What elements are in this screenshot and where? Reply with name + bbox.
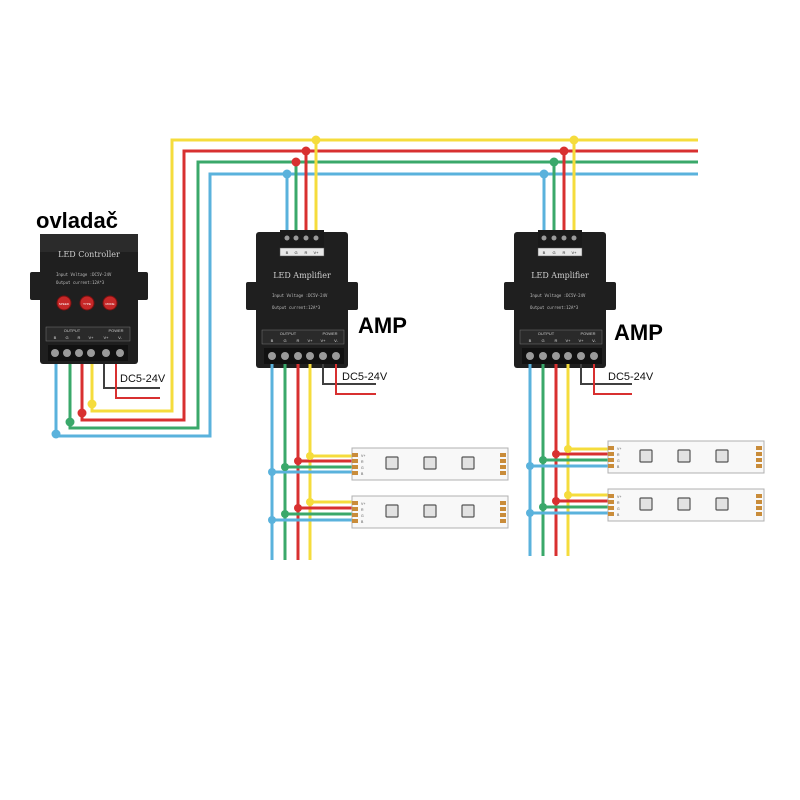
svg-text:V+: V+ [361,454,365,458]
amp1-title: LED Amplifier [273,271,331,280]
svg-text:OUTPUT: OUTPUT [280,331,297,336]
amp2-spec-current: Output current:12A*3 [530,305,579,310]
led-strip-1a: V+ R G B [351,447,509,481]
amp2-power-label: DC5-24V [608,371,654,383]
led-amplifier-1: B G R V+ B G R V+ LED Amplifier Input Vo… [246,230,358,368]
led-strip-2a: V+ R G B [607,440,765,474]
svg-text:G: G [552,250,555,255]
svg-text:B: B [617,513,620,517]
amp1-output-junctions [268,452,314,524]
svg-text:V+: V+ [565,338,571,343]
controller-output-junctions [51,399,97,439]
controller-power-label: DC5-24V [120,373,166,385]
svg-text:G: G [541,338,544,343]
controller-output-group: OUTPUT [64,328,81,333]
controller-spec-current: Output current:12A*3 [56,280,105,285]
mode-button[interactable] [102,295,118,311]
svg-text:B: B [543,250,546,255]
svg-text:R: R [555,338,558,343]
svg-text:B: B [617,465,620,469]
svg-text:G: G [294,250,297,255]
svg-text:G: G [617,507,620,511]
svg-text:G: G [361,514,364,518]
mode-button-label: MODE [106,302,115,306]
amp1-power-wires [322,364,376,395]
svg-text:V+: V+ [578,338,584,343]
svg-text:G: G [283,338,286,343]
svg-text:V+: V+ [88,335,94,340]
svg-text:B: B [271,338,274,343]
svg-text:POWER: POWER [580,331,595,336]
svg-text:R: R [361,508,364,512]
svg-text:POWER: POWER [322,331,337,336]
svg-text:R: R [305,250,308,255]
svg-text:B: B [54,335,57,340]
svg-text:R: R [563,250,566,255]
svg-text:B: B [529,338,532,343]
svg-text:V-: V- [118,335,122,340]
bus-wire-yellow [90,138,698,413]
controller-screw-terminals [48,345,128,361]
led-controller: LED Controller Input Voltage :DC5V-24V O… [30,234,148,364]
svg-text:OUTPUT: OUTPUT [538,331,555,336]
svg-text:B: B [361,520,364,524]
svg-text:R: R [78,335,81,340]
bus-wire-red [80,149,698,422]
type-button-label: TYPE [83,302,91,306]
svg-text:B: B [361,472,364,476]
svg-text:R: R [617,501,620,505]
svg-text:V+: V+ [361,502,365,506]
amp2-spec-voltage: Input Voltage :DC5V-24V [530,293,586,298]
bus-junctions [282,135,579,179]
svg-text:G: G [617,459,620,463]
svg-text:V+: V+ [617,447,621,451]
amp1-input-drops [285,140,318,238]
amp2-power-wires [580,364,632,395]
svg-text:V+: V+ [571,250,577,255]
controller-spec-voltage: Input Voltage :DC5V-24V [56,272,112,277]
svg-text:V+: V+ [307,338,313,343]
svg-text:B: B [286,250,289,255]
svg-text:V+: V+ [313,250,319,255]
led-strip-2b: V+ R G B [607,488,765,522]
svg-text:G: G [361,466,364,470]
svg-text:V-: V- [592,338,596,343]
svg-text:R: R [617,453,620,457]
speed-button[interactable] [56,295,72,311]
type-button[interactable] [79,295,95,311]
led-strip-1b: V+ R G B [351,495,509,529]
svg-text:G: G [65,335,68,340]
controller-power-group: POWER [108,328,123,333]
controller-terminal-labels: B G R V+ V+ V- [54,335,123,340]
controller-power-wires [103,362,160,399]
svg-text:R: R [297,338,300,343]
amp2-title: LED Amplifier [531,271,589,280]
svg-text:R: R [361,460,364,464]
svg-text:V+: V+ [103,335,109,340]
amp1-spec-voltage: Input Voltage :DC5V-24V [272,293,328,298]
svg-text:V-: V- [334,338,338,343]
amp1-spec-current: Output current:12A*3 [272,305,321,310]
svg-text:V+: V+ [320,338,326,343]
speed-button-label: SPEED [59,302,70,306]
amp1-power-label: DC5-24V [342,371,388,383]
amp2-caption: AMP [614,320,663,345]
amp1-caption: AMP [358,313,407,338]
svg-text:V+: V+ [617,495,621,499]
amp2-output-junctions [526,445,572,517]
amp2-output-wires [528,364,610,556]
controller-caption: ovladač [36,208,118,233]
controller-title: LED Controller [58,250,120,259]
led-amplifier-2: B G R V+ LED Amplifier Input Voltage :DC… [504,230,616,368]
amp2-input-drops [542,140,576,238]
controller-output-wires [54,362,94,434]
